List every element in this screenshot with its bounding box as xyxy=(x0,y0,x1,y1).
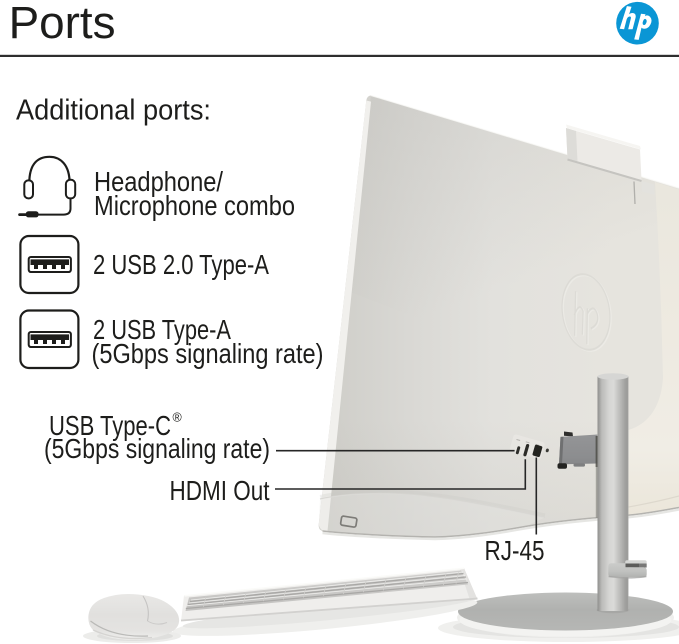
svg-text:2 USB Type-A: 2 USB Type-A xyxy=(93,314,231,345)
svg-text:RJ-45: RJ-45 xyxy=(485,535,545,566)
svg-text:(5Gbps signaling rate): (5Gbps signaling rate) xyxy=(44,433,270,464)
svg-text:(5Gbps signaling rate): (5Gbps signaling rate) xyxy=(92,338,324,369)
svg-text:Ports: Ports xyxy=(9,0,116,48)
svg-text:Headphone/: Headphone/ xyxy=(94,166,223,197)
svg-text:USB Type-C: USB Type-C xyxy=(49,410,171,441)
svg-text:2 USB 2.0 Type-A: 2 USB 2.0 Type-A xyxy=(93,249,269,280)
svg-text:®: ® xyxy=(173,411,183,425)
svg-text:HDMI Out: HDMI Out xyxy=(170,475,270,506)
svg-text:Additional ports:: Additional ports: xyxy=(16,95,211,127)
svg-text:Microphone combo: Microphone combo xyxy=(94,190,295,221)
